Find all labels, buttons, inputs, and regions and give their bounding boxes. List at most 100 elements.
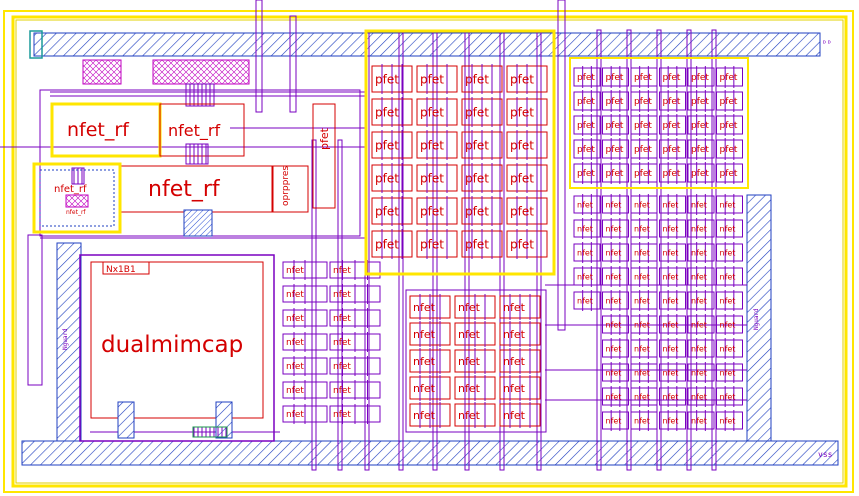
pfet-cell: pfet bbox=[416, 196, 458, 226]
pfet-matrix-cell-label: pfet bbox=[577, 73, 595, 83]
pfet-matrix-cell: pfet bbox=[716, 66, 743, 88]
pfet-matrix-cell-label: pfet bbox=[691, 97, 709, 107]
pfet-matrix-cell: pfet bbox=[573, 162, 601, 184]
pfet-cell-label: pfet bbox=[510, 73, 534, 87]
nfet-cell-a: nfet bbox=[282, 284, 328, 304]
nfet-matrix-cell: nfet bbox=[687, 218, 715, 239]
nfet-cell-a-label: nfet bbox=[333, 314, 351, 324]
nfet-matrix-cell: nfet bbox=[573, 194, 601, 215]
pfet-cell-label: pfet bbox=[375, 139, 399, 153]
nfet-cell-a: nfet bbox=[282, 404, 328, 424]
nfet-cell-a: nfet bbox=[329, 308, 381, 328]
nfet-matrix-cell: nfet bbox=[630, 194, 658, 215]
pfet-matrix-cell: pfet bbox=[716, 114, 743, 136]
nfet-matrix-cell-label: nfet bbox=[691, 249, 707, 258]
nfet-matrix-cell-label: nfet bbox=[720, 345, 736, 354]
pfet-cell-label: pfet bbox=[420, 205, 444, 219]
pfet-cell-label: pfet bbox=[465, 73, 489, 87]
pfet-matrix-cell: pfet bbox=[602, 114, 629, 136]
pfet-cell-label: pfet bbox=[465, 139, 489, 153]
guard-label-right: Nguard bbox=[753, 308, 760, 330]
nfet-matrix-cell-label: nfet bbox=[606, 225, 622, 234]
nfet-matrix-cell-label: nfet bbox=[691, 321, 707, 330]
nfet-matrix-cell-label: nfet bbox=[634, 273, 650, 282]
nfet-matrix-cell-label: nfet bbox=[634, 345, 650, 354]
pfet-matrix-cell-label: pfet bbox=[691, 145, 709, 155]
nfet-matrix-cell: nfet bbox=[573, 266, 601, 287]
nfet-cell-b: nfet bbox=[499, 402, 541, 428]
pfet-matrix-cell-label: pfet bbox=[577, 145, 595, 155]
nfet-cell-b: nfet bbox=[499, 321, 541, 347]
nfet-matrix-cell: nfet bbox=[659, 362, 686, 383]
pfet-matrix-cell-label: pfet bbox=[634, 73, 652, 83]
nfet-rf-small-cell: nfet_rf nfet_rf bbox=[32, 162, 122, 234]
pfet-matrix-cell-label: pfet bbox=[606, 169, 624, 179]
nfet-cell-a: nfet bbox=[329, 404, 381, 424]
pfet-matrix-cell: pfet bbox=[630, 138, 658, 160]
pfet-matrix-cell: pfet bbox=[687, 162, 715, 184]
nfet-cell-a: nfet bbox=[329, 380, 381, 400]
nfet-cell-a-label: nfet bbox=[333, 266, 351, 276]
nfet-matrix-cell-label: nfet bbox=[663, 393, 679, 402]
nfet-rf-label-a: nfet_rf bbox=[67, 119, 130, 141]
nfet-matrix-cell: nfet bbox=[630, 338, 658, 359]
pfet-cell: pfet bbox=[371, 130, 413, 160]
pfet-cell-label: pfet bbox=[510, 172, 534, 186]
nfet-cell-a-label: nfet bbox=[286, 338, 304, 348]
pfet-cell: pfet bbox=[371, 196, 413, 226]
nfet-matrix-cell: nfet bbox=[687, 386, 715, 407]
pfet-matrix-cell: pfet bbox=[687, 90, 715, 112]
nfet-cell-b: nfet bbox=[409, 375, 451, 401]
mim-capacitor: Nx1B1 dualmimcap bbox=[79, 254, 275, 442]
nfet-matrix-cell-label: nfet bbox=[663, 225, 679, 234]
guard-label-left: Nguard bbox=[62, 328, 69, 350]
pfet-matrix-cell: pfet bbox=[573, 66, 601, 88]
pfet-matrix-cell-label: pfet bbox=[691, 121, 709, 131]
pfet-cell-label: pfet bbox=[375, 172, 399, 186]
nfet-cell-b-label: nfet bbox=[413, 301, 436, 314]
nfet-cell-a-label: nfet bbox=[286, 362, 304, 372]
nfet-matrix-cell-label: nfet bbox=[720, 393, 736, 402]
nfet-cell-b-label: nfet bbox=[413, 355, 436, 368]
nfet-matrix-cell-label: nfet bbox=[691, 273, 707, 282]
nfet-matrix-cell-label: nfet bbox=[663, 201, 679, 210]
nfet-matrix-cell: nfet bbox=[716, 242, 743, 263]
pfet-cell: pfet bbox=[416, 64, 458, 94]
pfet-cell-label: pfet bbox=[375, 106, 399, 120]
nfet-matrix-cell: nfet bbox=[659, 290, 686, 311]
nfet-cell-a: nfet bbox=[329, 284, 381, 304]
nfet-rf-label-b: nfet_rf bbox=[168, 121, 220, 141]
nfet-cell-a-label: nfet bbox=[333, 410, 351, 420]
pfet-matrix-cell: pfet bbox=[630, 162, 658, 184]
vss-rail: vss bbox=[21, 440, 839, 466]
nfet-matrix-cell: nfet bbox=[573, 290, 601, 311]
pfet-cell: pfet bbox=[416, 97, 458, 127]
pfet-matrix-cell-label: pfet bbox=[663, 121, 681, 131]
pfet-cell-label: pfet bbox=[510, 139, 534, 153]
pfet-matrix-cell: pfet bbox=[687, 66, 715, 88]
nfet-cell-a: nfet bbox=[282, 380, 328, 400]
nfet-matrix-cell-label: nfet bbox=[606, 369, 622, 378]
pfet-matrix-cell-label: pfet bbox=[663, 145, 681, 155]
pfet-cell-label: pfet bbox=[465, 106, 489, 120]
nfet-matrix-cell-label: nfet bbox=[720, 201, 736, 210]
nfet-matrix-cell: nfet bbox=[687, 194, 715, 215]
nfet-matrix-cell-label: nfet bbox=[720, 321, 736, 330]
nfet-matrix-cell-label: nfet bbox=[691, 345, 707, 354]
nfet-matrix-cell: nfet bbox=[687, 290, 715, 311]
nfet-cell-b-label: nfet bbox=[458, 382, 481, 395]
nfet-cell-b-label: nfet bbox=[503, 409, 526, 422]
nfet-matrix-cell-label: nfet bbox=[720, 273, 736, 282]
nfet-matrix-cell: nfet bbox=[602, 290, 629, 311]
nfet-matrix-cell-label: nfet bbox=[720, 249, 736, 258]
nfet-matrix-cell-label: nfet bbox=[691, 297, 707, 306]
nfet-matrix-cell: nfet bbox=[630, 290, 658, 311]
oprppres-label: oprppres bbox=[281, 166, 291, 206]
nfet-cell-b-label: nfet bbox=[503, 301, 526, 314]
pfet-cell-label: pfet bbox=[510, 238, 534, 252]
dualmimcap-label: dualmimcap bbox=[101, 332, 243, 358]
pfet-matrix-cell: pfet bbox=[659, 138, 686, 160]
nfet-matrix-cell: nfet bbox=[602, 386, 629, 407]
